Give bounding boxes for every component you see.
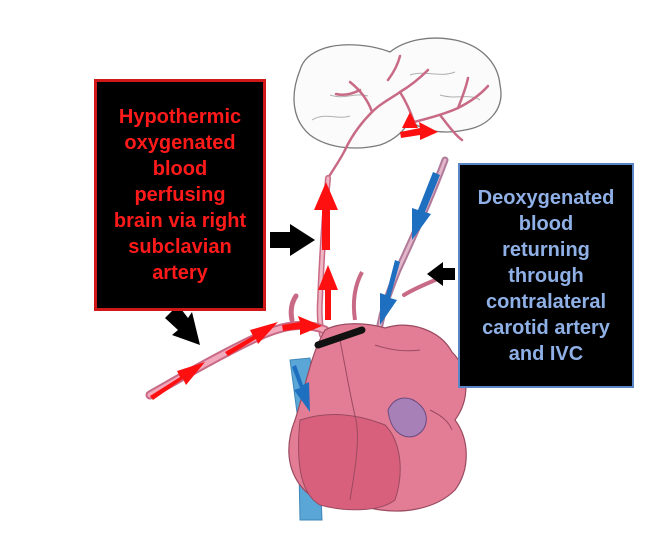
- right-label-line-4: through: [508, 264, 584, 287]
- red-arrow-neck-upper: [314, 182, 338, 250]
- left-label-line-2: oxygenated: [124, 132, 236, 154]
- left-label-line-4: perfusing: [134, 184, 226, 206]
- oxygenated-blood-label: Hypothermic oxygenated blood perfusing b…: [94, 79, 266, 311]
- red-arrow-subclavian-1: [150, 362, 205, 400]
- red-arrow-brain-small: [402, 112, 418, 128]
- red-arrow-brain: [400, 122, 438, 140]
- right-label-line-3: returning: [502, 238, 590, 261]
- red-arrow-subclavian-2: [225, 322, 278, 356]
- right-label-line-1: Deoxygenated: [477, 186, 615, 209]
- oxygenated-flow-arrows: [150, 112, 438, 400]
- blue-arrow-vein: [292, 365, 310, 412]
- left-label-line-7: artery: [152, 262, 208, 284]
- blue-arrow-lower: [380, 260, 400, 325]
- red-arrow-subclavian-3: [282, 316, 322, 335]
- left-label-line-1: Hypothermic: [118, 106, 242, 128]
- deoxygenated-blood-label: Deoxygenated blood returning through con…: [458, 163, 634, 388]
- blue-arrow-upper: [412, 172, 440, 240]
- left-label-line-5: brain via right: [113, 210, 247, 232]
- heart-illustration: [288, 271, 467, 512]
- right-label-line-2: blood: [518, 212, 574, 235]
- deoxygenated-flow-arrows: [292, 172, 440, 412]
- right-label-line-7: and IVC: [508, 342, 584, 365]
- red-arrow-neck-lower: [318, 265, 338, 320]
- pointer-arrows: [165, 224, 455, 345]
- left-label-line-6: subclavian: [128, 236, 232, 258]
- clamp-mark: [314, 326, 366, 349]
- pointer-arrow-right: [427, 262, 455, 286]
- pointer-arrow-subclavian: [165, 305, 200, 345]
- right-label-line-6: carotid artery: [482, 316, 610, 339]
- left-label-line-3: blood: [152, 158, 208, 180]
- right-label-line-5: contralateral: [485, 290, 607, 313]
- pointer-arrow-neck: [270, 224, 315, 256]
